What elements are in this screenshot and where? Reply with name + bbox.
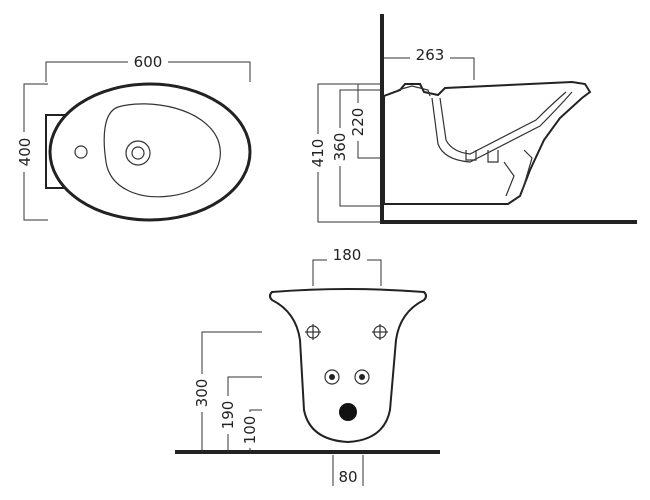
side-view-height-220-label: 220 xyxy=(349,108,367,137)
front-view-water-inlet-left xyxy=(324,369,340,385)
side-view-basin xyxy=(431,91,573,163)
top-view-width-label-bg xyxy=(128,52,168,70)
front-view: 180 300 190 100 80 xyxy=(175,246,440,486)
side-view-height-360-label-bg xyxy=(330,128,350,166)
top-view-tap-hole xyxy=(74,145,88,159)
front-view-outlet-width-label: 80 xyxy=(338,468,357,486)
front-view-water-inlet-right xyxy=(354,369,370,385)
front-view-fixing-spacing-label-bg xyxy=(327,246,367,264)
top-view-inner-basin xyxy=(103,103,221,198)
front-view-fixing-hole-left xyxy=(305,324,321,340)
front-view-height-300-label: 300 xyxy=(193,379,211,408)
side-view-depth-label: 263 xyxy=(416,46,445,64)
front-view-height-190-label: 190 xyxy=(219,401,237,430)
side-view-support xyxy=(503,149,533,197)
front-view-height-300-label-bg xyxy=(192,374,212,412)
side-view: 263 410 360 220 xyxy=(308,14,637,224)
side-view-trap xyxy=(465,150,499,163)
top-view-width-label: 600 xyxy=(134,53,163,71)
front-view-height-100-label-bg xyxy=(240,412,260,448)
front-view-fixing-hole-right xyxy=(372,324,388,340)
side-view-basin-inner xyxy=(439,91,567,155)
side-view-rim xyxy=(397,85,431,97)
front-view-drain-outlet xyxy=(339,403,357,421)
front-view-height-100-label: 100 xyxy=(241,416,259,445)
side-view-height-220-label-bg xyxy=(348,103,368,141)
side-view-depth-label-bg xyxy=(410,47,450,65)
side-view-height-410-label-bg xyxy=(308,134,328,172)
side-view-height-360-label: 360 xyxy=(331,133,349,162)
top-view-height-label-bg xyxy=(14,132,34,172)
side-view-bowl-outline xyxy=(383,80,592,205)
top-view-height-label: 400 xyxy=(16,138,34,167)
front-view-fixing-spacing-label: 180 xyxy=(333,246,362,264)
side-view-height-410-label: 410 xyxy=(309,139,327,168)
front-view-height-190-label-bg xyxy=(218,396,238,434)
top-view: 600 400 xyxy=(14,52,252,222)
top-view-drain-outer xyxy=(125,140,151,166)
top-view-drain-inner xyxy=(131,146,145,160)
